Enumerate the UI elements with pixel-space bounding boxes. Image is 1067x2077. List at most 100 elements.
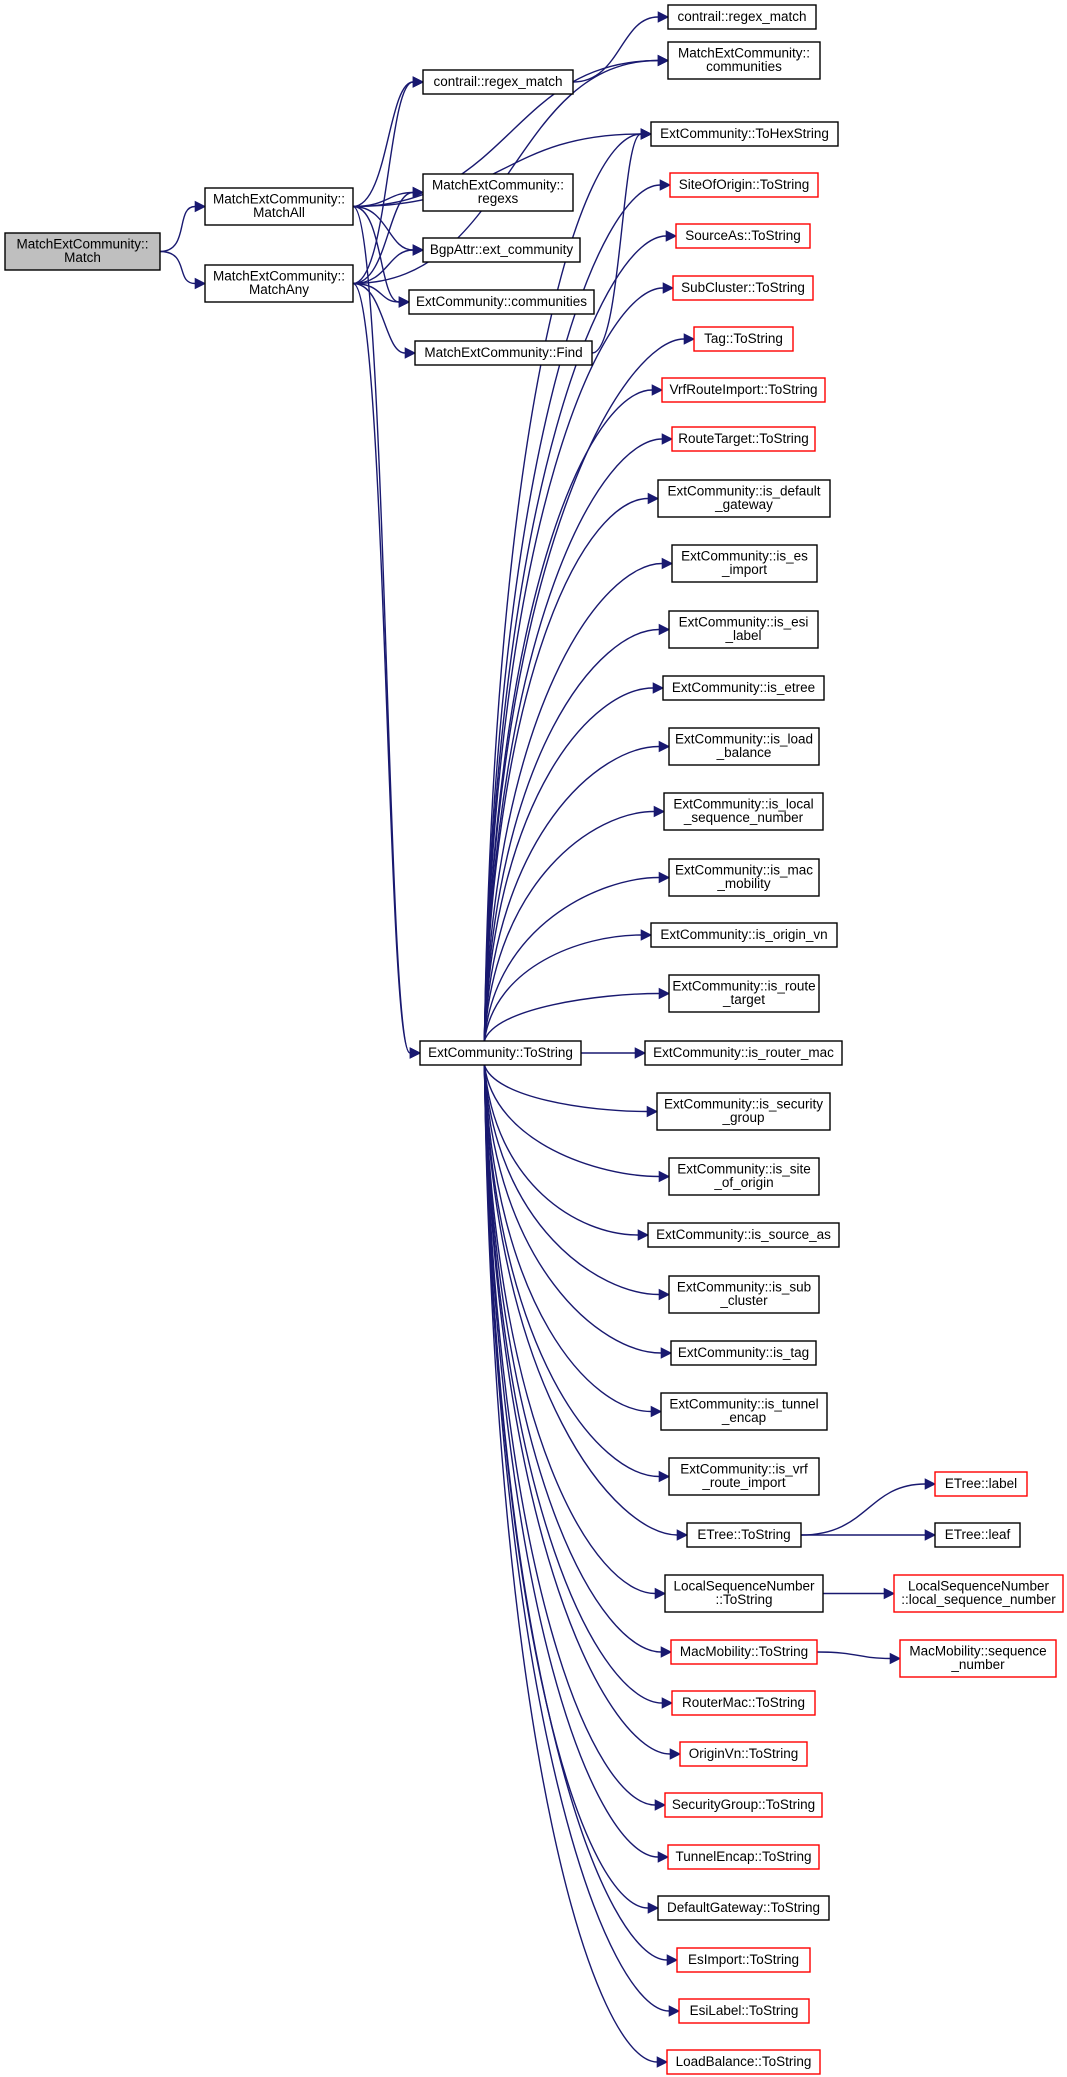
edge-line (159, 250, 196, 285)
node-is-vrf-route-import[interactable]: ExtCommunity::is_vrf_route_import (668, 1457, 820, 1496)
node-esimport[interactable]: EsImport::ToString (676, 1947, 811, 1973)
node-label: ExtCommunity::is_security (664, 1097, 823, 1112)
node-ec-communities[interactable]: ExtCommunity::communities (408, 289, 595, 315)
node-find[interactable]: MatchExtCommunity::Find (414, 340, 593, 366)
node-bgpattr[interactable]: BgpAttr::ext_community (422, 237, 581, 263)
node-box (657, 1895, 830, 1921)
node-originvn[interactable]: OriginVn::ToString (679, 1741, 808, 1767)
node-match[interactable]: MatchExtCommunity::Match (4, 232, 161, 271)
node-is-tunnel-encap[interactable]: ExtCommunity::is_tunnel_encap (660, 1392, 828, 1431)
node-lsn-tostring[interactable]: LocalSequenceNumber::ToString (664, 1574, 824, 1613)
node-regex-match-top[interactable]: contrail::regex_match (667, 4, 817, 30)
edge-line (483, 438, 663, 1042)
edge-arrowhead (412, 76, 425, 88)
node-is-security-group[interactable]: ExtCommunity::is_security_group (656, 1092, 831, 1131)
edge-arrowhead (658, 623, 671, 636)
node-is-tag[interactable]: ExtCommunity::is_tag (670, 1340, 817, 1366)
node-matchall[interactable]: MatchExtCommunity::MatchAll (204, 187, 354, 226)
node-label: _of_origin (713, 1175, 773, 1190)
edge-tostring-to-vrfrouteimport (483, 384, 664, 1042)
edge-match-to-matchall (159, 200, 207, 253)
edge-tostring-to-is-site-of-origin (483, 1064, 671, 1183)
node-lsn-local[interactable]: LocalSequenceNumber::local_sequence_numb… (893, 1574, 1064, 1613)
node-etree-label[interactable]: ETree::label (934, 1471, 1028, 1497)
edge-line (483, 1064, 670, 2012)
edge-tostring-to-is-vrf-route-import (483, 1064, 671, 1483)
edge-arrowhead (412, 186, 425, 199)
edge-tostring-to-originvn (483, 1064, 682, 1760)
edge-arrowhead (889, 1652, 902, 1665)
edge-line (483, 1064, 662, 1653)
edge-arrowhead (660, 1347, 673, 1359)
node-box (671, 1690, 816, 1716)
node-loadbalance[interactable]: LoadBalance::ToString (666, 2049, 821, 2075)
node-is-local-sequence-number[interactable]: ExtCommunity::is_local_sequence_number (663, 792, 824, 831)
node-tostring[interactable]: ExtCommunity::ToString (419, 1040, 582, 1066)
edge-matchall-to-bgpattr (352, 205, 425, 256)
node-tunnelencap[interactable]: TunnelEncap::ToString (667, 1844, 820, 1870)
edge-etree-tostring-to-etree-label (800, 1478, 937, 1536)
edge-line (483, 1064, 648, 1113)
node-box (667, 1844, 820, 1870)
edge-line (352, 282, 411, 1054)
node-box (666, 2049, 821, 2075)
node-tohexstring[interactable]: ExtCommunity::ToHexString (650, 121, 839, 147)
edge-arrowhead (661, 557, 674, 570)
node-esilabel[interactable]: EsiLabel::ToString (678, 1998, 810, 2024)
node-sourceas[interactable]: SourceAs::ToString (675, 223, 811, 249)
edge-tostring-to-is-es-import (483, 557, 674, 1042)
node-is-route-target[interactable]: ExtCommunity::is_route_target (668, 974, 820, 1013)
edge-line (352, 59, 659, 285)
node-is-default-gateway[interactable]: ExtCommunity::is_default_gateway (657, 479, 831, 518)
node-is-mac-mobility[interactable]: ExtCommunity::is_mac_mobility (668, 858, 820, 897)
node-label: ExtCommunity::ToString (428, 1045, 573, 1060)
edge-line (483, 1064, 660, 1478)
node-subcluster[interactable]: SubCluster::ToString (672, 275, 814, 301)
node-regexs[interactable]: MatchExtCommunity::regexs (422, 173, 574, 212)
edge-tostring-to-is-local-sequence-number (483, 805, 666, 1042)
node-is-es-import[interactable]: ExtCommunity::is_es_import (671, 544, 818, 583)
node-is-origin-vn[interactable]: ExtCommunity::is_origin_vn (650, 922, 838, 948)
node-is-esi-label[interactable]: ExtCommunity::is_esi_label (668, 610, 819, 649)
edge-line (483, 1064, 652, 1413)
node-label: _route_import (701, 1475, 786, 1490)
node-macmobility-tostring[interactable]: MacMobility::ToString (670, 1639, 818, 1665)
node-label: _mobility (716, 876, 771, 891)
node-is-site-of-origin[interactable]: ExtCommunity::is_site_of_origin (668, 1157, 820, 1196)
node-etree-tostring[interactable]: ETree::ToString (686, 1522, 802, 1548)
edge-tostring-to-etree-tostring (483, 1064, 689, 1541)
node-vrfrouteimport[interactable]: VrfRouteImport::ToString (661, 377, 826, 403)
node-is-load-balance[interactable]: ExtCommunity::is_load_balance (668, 727, 820, 766)
node-is-source-as[interactable]: ExtCommunity::is_source_as (647, 1222, 840, 1248)
edge-line (483, 876, 660, 1042)
edge-tostring-to-is-source-as (483, 1064, 650, 1241)
node-siteoforigin[interactable]: SiteOfOrigin::ToString (669, 172, 819, 198)
edge-arrowhead (647, 492, 660, 505)
node-regex-match[interactable]: contrail::regex_match (422, 69, 574, 95)
node-label: EsiLabel::ToString (690, 2003, 799, 2018)
node-box (660, 1392, 828, 1431)
node-routermac[interactable]: RouterMac::ToString (671, 1690, 816, 1716)
edge-line (352, 205, 414, 251)
node-label: SiteOfOrigin::ToString (679, 177, 810, 192)
edge-line (483, 934, 642, 1042)
node-label: ETree::ToString (697, 1527, 790, 1542)
node-is-etree[interactable]: ExtCommunity::is_etree (662, 675, 825, 701)
node-defaultgateway[interactable]: DefaultGateway::ToString (657, 1895, 830, 1921)
node-securitygroup[interactable]: SecurityGroup::ToString (664, 1792, 823, 1818)
node-matchany[interactable]: MatchExtCommunity::MatchAny (204, 264, 354, 303)
edge-tostring-to-siteoforigin (483, 179, 672, 1042)
node-is-router-mac[interactable]: ExtCommunity::is_router_mac (644, 1040, 843, 1066)
node-mec-communities[interactable]: MatchExtCommunity::communities (667, 41, 821, 80)
node-tag[interactable]: Tag::ToString (693, 326, 794, 352)
node-is-sub-cluster[interactable]: ExtCommunity::is_sub_cluster (668, 1275, 820, 1314)
edge-tostring-to-is-load-balance (483, 740, 671, 1042)
node-macmobility-seq[interactable]: MacMobility::sequence_number (899, 1639, 1057, 1678)
node-etree-leaf[interactable]: ETree::leaf (934, 1522, 1021, 1548)
edge-arrowhead (658, 987, 671, 1000)
edge-arrowhead (657, 11, 670, 23)
edge-arrowhead (924, 1478, 937, 1490)
node-routetarget[interactable]: RouteTarget::ToString (671, 426, 816, 452)
edge-line (483, 1064, 656, 1595)
edge-line (352, 282, 406, 354)
